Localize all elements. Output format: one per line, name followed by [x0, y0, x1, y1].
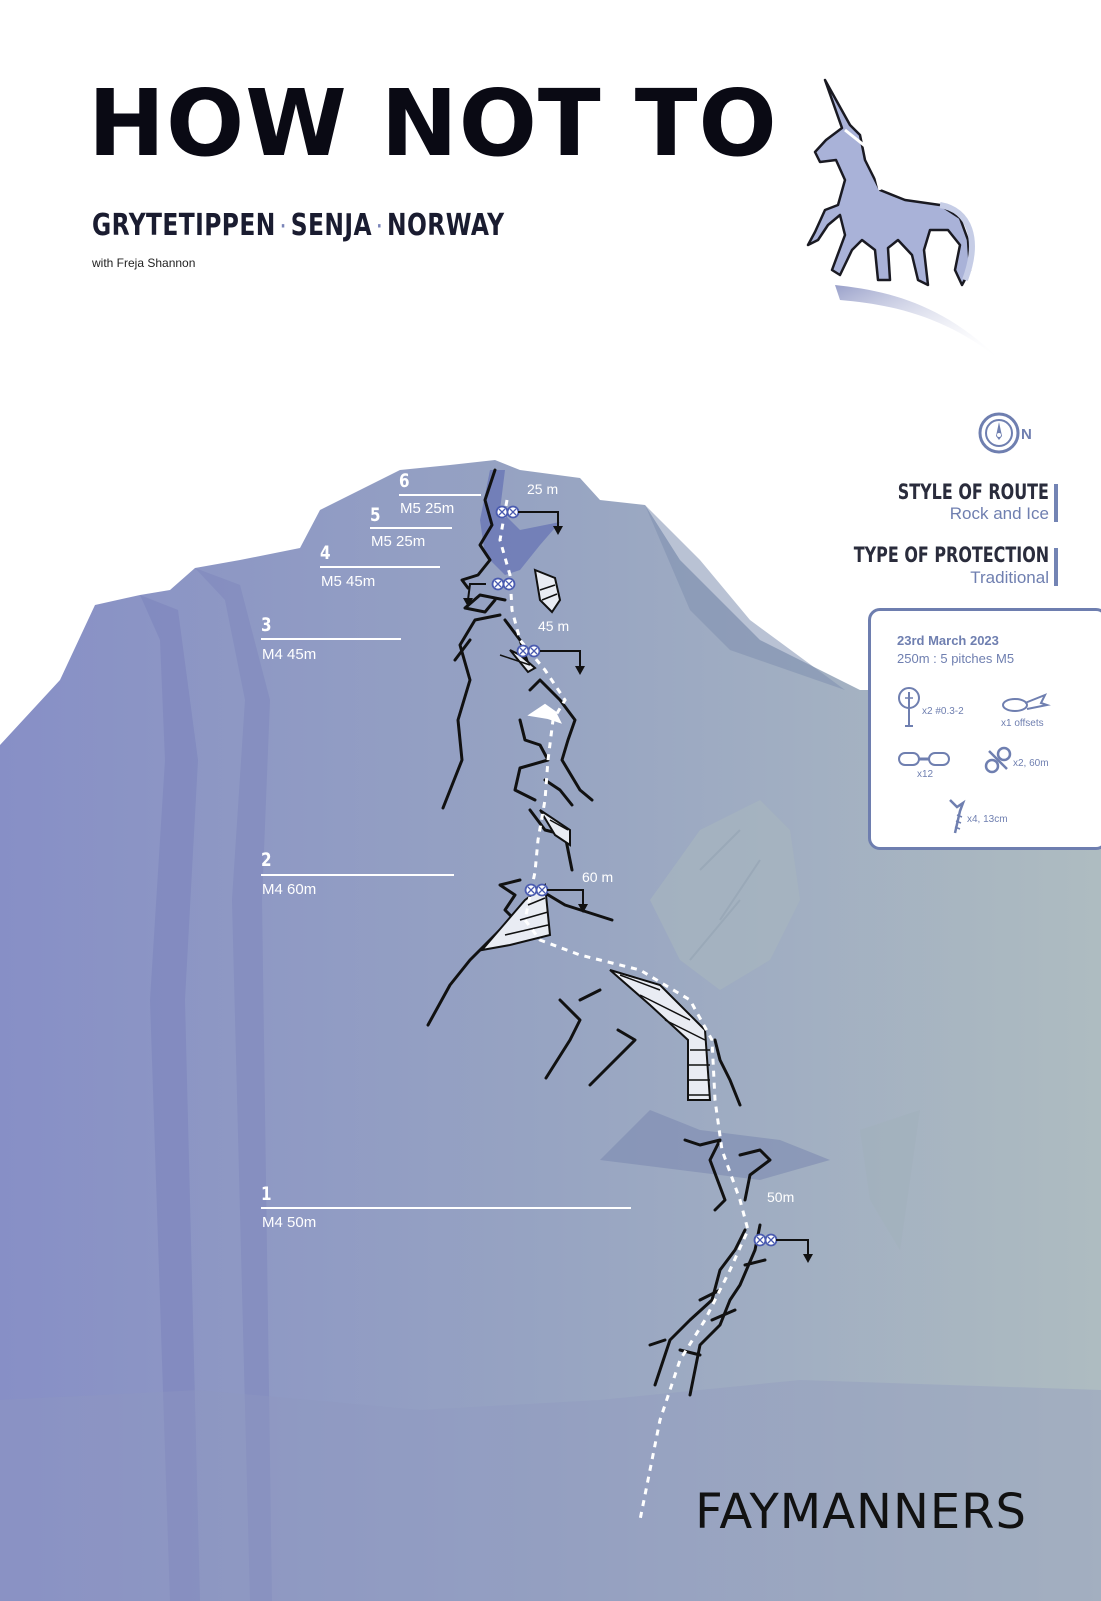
subtitle-separator: ·	[376, 216, 383, 237]
gear-card: 23rd March 2023 250m : 5 pitches M5 x2 #…	[868, 608, 1101, 850]
cam-icon	[898, 687, 920, 727]
pitch-number-5: 5	[370, 504, 381, 526]
protection-value: Traditional	[970, 568, 1049, 587]
pitch-number-4: 4	[320, 542, 331, 564]
gear-label: x2 #0.3-2	[922, 706, 964, 717]
info-accent-bar	[1054, 548, 1058, 586]
pitch-divider	[261, 874, 454, 876]
pitch-divider	[261, 638, 401, 640]
pitch-grade-6: M5 25m	[400, 500, 455, 517]
pitch-grade-5: M5 25m	[371, 533, 426, 550]
pitch-divider	[399, 494, 481, 496]
pitch-grade-3: M4 45m	[262, 646, 317, 663]
subtitle-part-area: SENJA	[290, 208, 372, 243]
hatched-features	[479, 568, 712, 1101]
pitch-grade-4: M5 45m	[321, 573, 376, 590]
info-accent-bar	[1054, 484, 1058, 522]
compass-north-label: N	[1021, 426, 1032, 443]
subtitle-part-country: NORWAY	[387, 208, 505, 243]
lower-shadow	[600, 1110, 830, 1180]
anchor-length: 60 m	[582, 869, 614, 885]
summit-gully	[480, 470, 560, 575]
right-ridge	[645, 505, 845, 690]
pitch-divider	[320, 566, 440, 568]
subtitle-part-route: GRYTETIPPEN	[92, 208, 276, 243]
protection-heading: TYPE OF PROTECTION	[853, 543, 1049, 567]
mountain-face	[0, 460, 1101, 1601]
left-ridge	[140, 595, 200, 1601]
ice-screw-icon	[949, 799, 966, 834]
location-subtitle: GRYTETIPPEN·SENJA·NORWAY	[92, 208, 504, 243]
page-title: HOW NOT TO	[88, 70, 778, 177]
pitch-number-1: 1	[261, 1183, 272, 1205]
pitch-number-3: 3	[261, 614, 272, 636]
gear-label: x4, 13cm	[967, 814, 1008, 825]
rappel-arrows	[467, 511, 809, 1256]
unicorn-logo	[806, 78, 1000, 360]
right-peaks	[650, 800, 800, 990]
ridge-2	[195, 568, 272, 1601]
climb-date: 23rd March 2023	[897, 633, 999, 648]
anchor-length: 50m	[767, 1189, 795, 1205]
cracks	[426, 468, 772, 1397]
compass-icon	[978, 412, 1020, 454]
style-heading: STYLE OF ROUTE	[897, 480, 1049, 504]
subtitle-separator: ·	[280, 216, 287, 237]
pitch-divider	[370, 527, 452, 529]
anchor-length: 45 m	[538, 618, 570, 634]
gear-label: x1 offsets	[1001, 718, 1044, 729]
pitch-number-6: 6	[399, 470, 410, 492]
credit-line: with Freja Shannon	[92, 256, 196, 270]
lower-slab	[0, 1380, 1101, 1601]
gear-label: x12	[917, 769, 934, 780]
route-summary: 250m : 5 pitches M5	[897, 651, 1015, 666]
pitch-number-2: 2	[261, 849, 272, 871]
nut-icon	[1002, 693, 1051, 712]
pitch-grade-2: M4 60m	[262, 881, 317, 898]
quickdraw-icon	[898, 752, 950, 766]
rope-icon	[984, 746, 1012, 774]
pitch-grade-1: M4 50m	[262, 1214, 317, 1231]
anchor-length: 25 m	[527, 481, 559, 497]
brand-logo: FAYMANNERS	[695, 1484, 1027, 1540]
pitch-divider	[261, 1207, 631, 1209]
style-value: Rock and Ice	[949, 504, 1049, 523]
gear-label: x2, 60m	[1013, 758, 1049, 769]
